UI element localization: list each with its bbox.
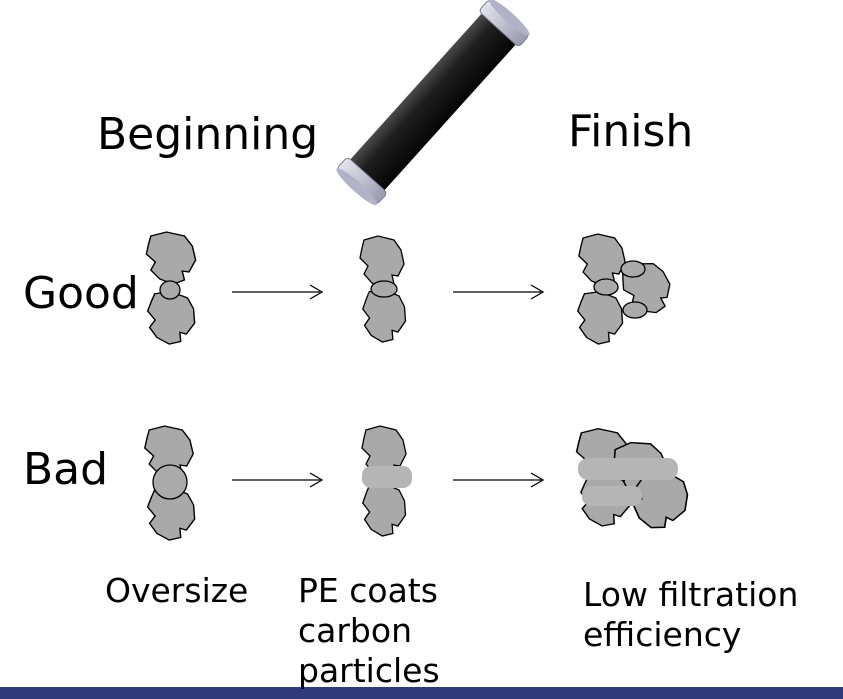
finish-label: Finish bbox=[568, 106, 694, 157]
bad-row-middle-particles bbox=[357, 425, 412, 540]
binder-particle bbox=[593, 278, 619, 296]
beginning-label: Beginning bbox=[97, 109, 319, 160]
pe-coating-smear bbox=[582, 486, 642, 506]
oversize-caption: Oversize bbox=[105, 571, 249, 610]
good-row-end-particles bbox=[572, 233, 678, 348]
pe-coating-smear bbox=[362, 466, 412, 488]
good-row-arrow-1 bbox=[231, 284, 323, 300]
bad-row-label: Bad bbox=[23, 444, 109, 495]
footer-bar bbox=[0, 687, 843, 699]
good-row-arrow-2 bbox=[452, 284, 544, 300]
good-row-label: Good bbox=[23, 268, 139, 319]
bad-row-end-particles bbox=[574, 427, 698, 536]
good-row-middle-particles bbox=[357, 235, 411, 346]
bad-row-start-particles bbox=[142, 425, 200, 544]
binder-particle bbox=[159, 280, 181, 300]
pe-coating-smear bbox=[578, 458, 678, 480]
pe-coats-caption: PE coats carbon particles bbox=[298, 571, 440, 690]
binder-particle bbox=[622, 301, 648, 319]
low-filtration-caption: Low filtration efficiency bbox=[583, 575, 799, 654]
binder-particle bbox=[370, 280, 398, 298]
filter-cartridge-icon bbox=[336, 0, 530, 206]
bad-row-arrow-2 bbox=[452, 472, 544, 488]
oversize-binder-particle bbox=[152, 464, 188, 500]
good-row-start-particles bbox=[142, 231, 200, 348]
bad-row-arrow-1 bbox=[231, 472, 323, 488]
binder-particle bbox=[620, 260, 646, 278]
